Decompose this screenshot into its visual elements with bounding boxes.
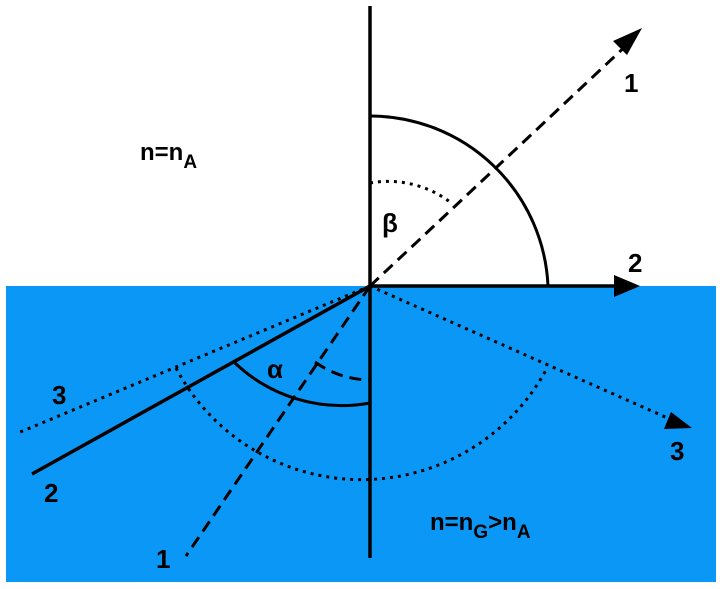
ray-3-right-label: 3 bbox=[670, 436, 684, 466]
medium-top-label: n=nA bbox=[140, 139, 197, 173]
ray-3-arrowhead bbox=[664, 412, 692, 429]
ray-2-arrowhead bbox=[614, 275, 640, 297]
ray-1-incident bbox=[184, 285, 372, 557]
alpha-arc bbox=[233, 361, 371, 408]
ray-1-refracted bbox=[368, 40, 632, 288]
alpha-label: α bbox=[267, 354, 283, 384]
glass-medium bbox=[6, 286, 716, 582]
beta-label: β bbox=[382, 208, 398, 238]
medium-bottom-label: n=nG>nA bbox=[430, 509, 531, 543]
right-angle-arc bbox=[369, 114, 550, 287]
ray-2-right-label: 2 bbox=[628, 248, 642, 278]
ray-3-angle-arc bbox=[174, 367, 548, 482]
ray-3-left-label: 3 bbox=[52, 380, 66, 410]
beta-arc-dotted bbox=[369, 179, 451, 204]
ray-1-bottom-label: 1 bbox=[156, 544, 170, 574]
ray-1-top-label: 1 bbox=[624, 68, 638, 98]
ray-2-incident bbox=[31, 284, 371, 476]
ray-1-arrowhead bbox=[613, 28, 642, 55]
ray-2-left-label: 2 bbox=[44, 478, 58, 508]
ray-1-angle-arc bbox=[314, 360, 371, 382]
